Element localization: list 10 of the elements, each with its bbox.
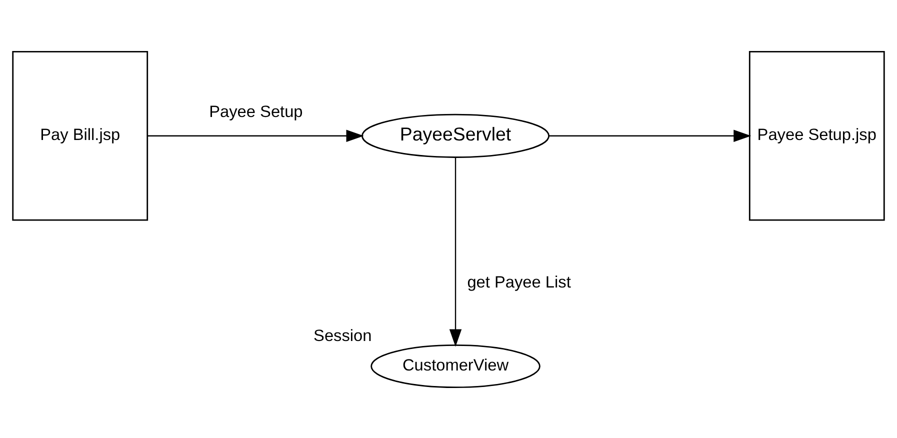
node-box: Payee Setup.jsp	[748, 50, 885, 220]
arrow	[449, 157, 462, 346]
edge-label: Payee Setup	[209, 102, 303, 120]
arrow	[148, 129, 364, 142]
node-ellipse: CustomerView	[370, 344, 540, 388]
node-box: Pay Bill.jsp	[12, 50, 148, 220]
node-label: Session	[314, 326, 372, 344]
node-ellipse: PayeeServlet	[361, 113, 550, 158]
arrow	[549, 129, 752, 142]
edge-label: get Payee List	[467, 273, 571, 292]
